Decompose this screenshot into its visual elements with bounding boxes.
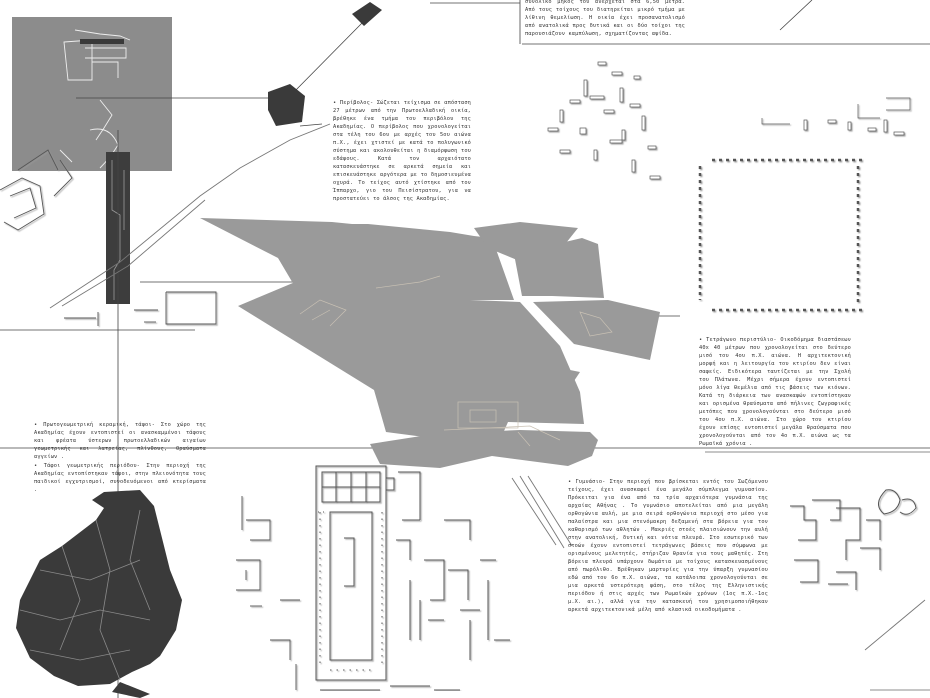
plan-fragments-left	[0, 149, 217, 326]
plan-fragments-top	[547, 61, 661, 180]
inset-blob	[268, 84, 305, 126]
bottom-rules	[320, 685, 460, 691]
inset-map	[12, 17, 172, 304]
plan-fragments-right-top	[761, 97, 911, 136]
right-rules	[705, 451, 930, 691]
dark-site-plan	[16, 490, 182, 698]
square-peristyle-plan	[698, 158, 864, 312]
text-square-peristyle: • Τετράγωνο περιστύλιο- Οικοδόμημα διαστ…	[699, 337, 851, 447]
inset-blob-small	[352, 2, 382, 26]
gymnasium-plan	[315, 465, 510, 681]
plan-fragments-right-bottom	[790, 489, 917, 590]
text-peribolos: • Περίβολος- Σώζεται τείχισμα σε απόστασ…	[333, 100, 471, 202]
excavation-zones	[200, 218, 660, 468]
road-lines	[49, 123, 926, 651]
text-geometric-graves: • Τάφοι γεωμετρικής περιόδου- Στην περιο…	[34, 463, 206, 493]
text-gymnasium: • Γυμνάσιο- Στην περιοχή που βρίσκεται ε…	[568, 479, 768, 613]
zone-plan-marks	[299, 275, 613, 447]
text-protogeometric: • Πρωτογεωμετρική κεραμική, τάφοι- Στο χ…	[34, 422, 206, 460]
plan-fragments-bottom-left	[236, 496, 300, 690]
text-top-fragment: συνολικό μήκος του ανέρχεται στα 6,50 μέ…	[525, 0, 685, 37]
